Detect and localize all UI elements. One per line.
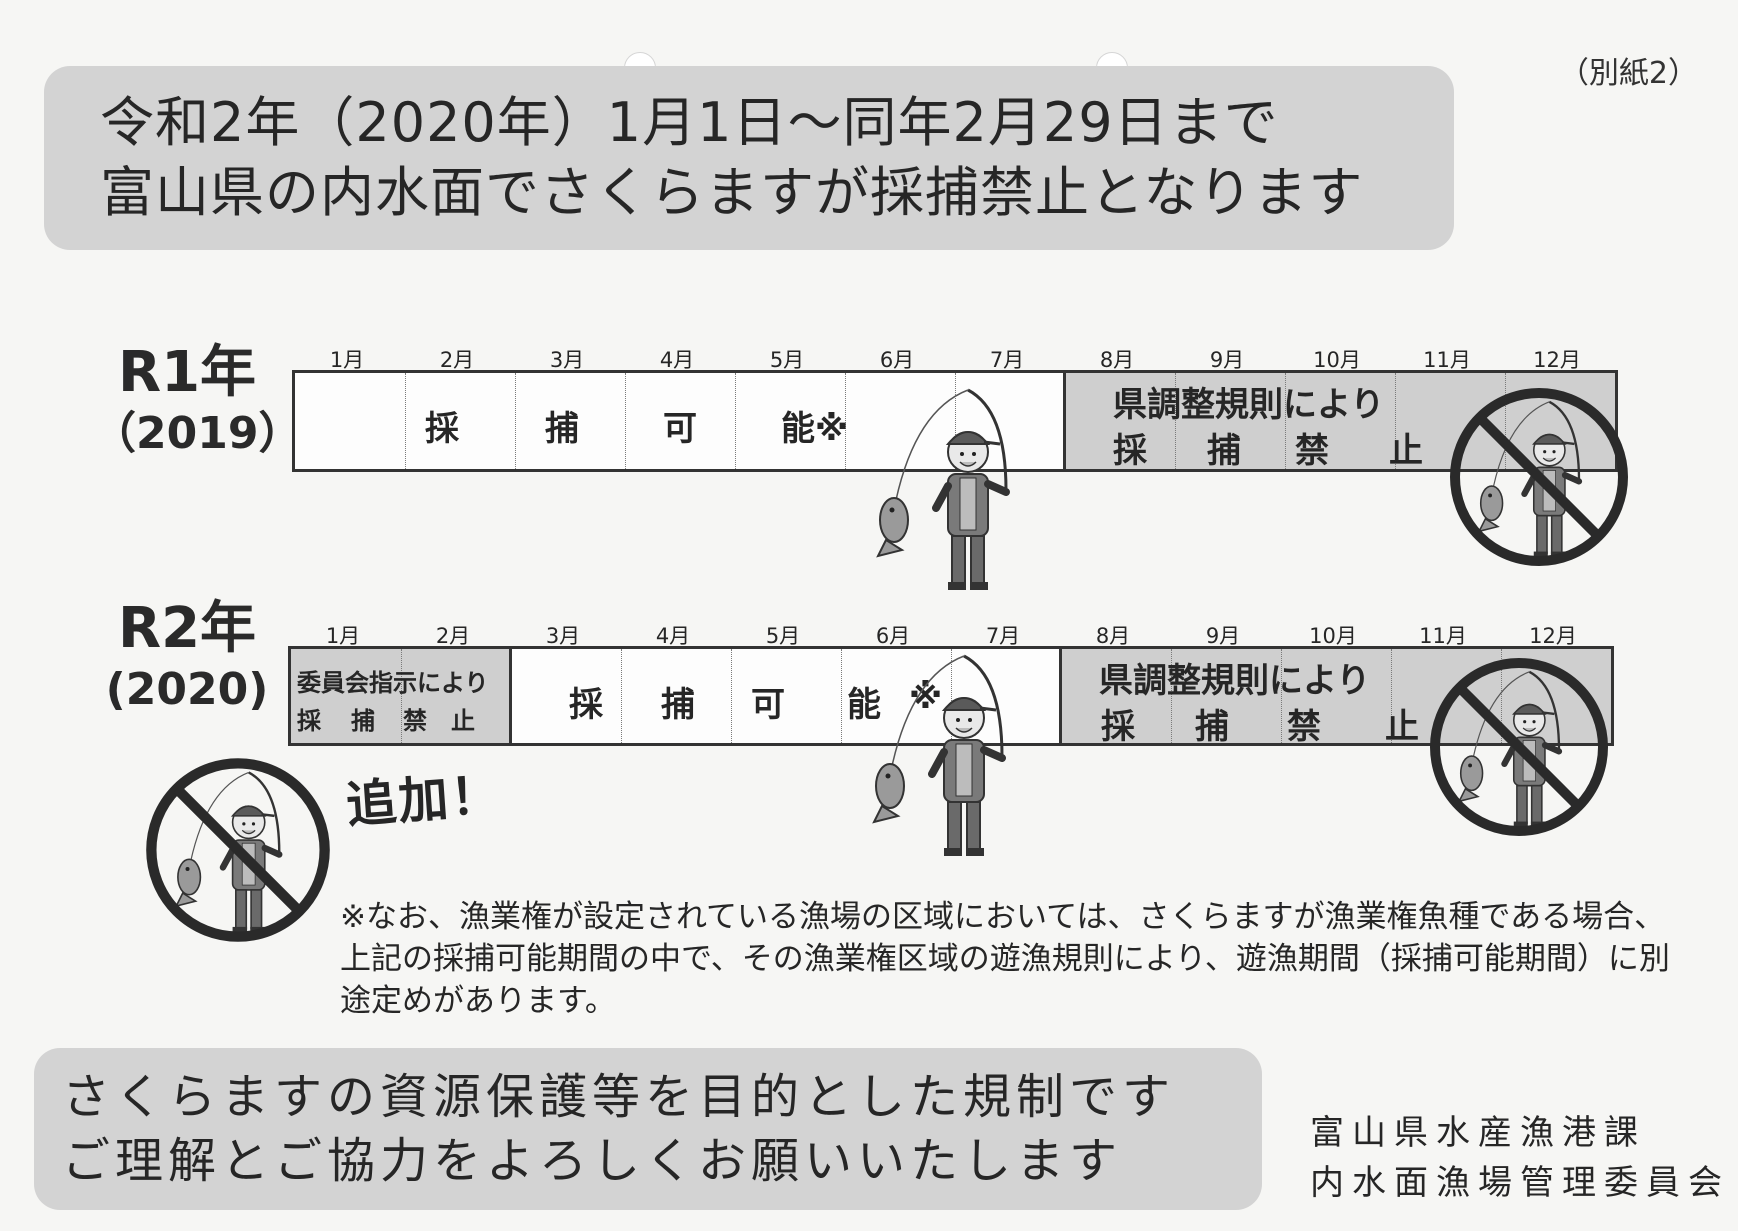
r1-month: 10月 <box>1313 348 1361 372</box>
r1-month: 2月 <box>439 348 475 372</box>
r2-month: 12月 <box>1529 624 1577 648</box>
r2-open-char: 可 <box>751 685 785 725</box>
r2-ban-char: 捕 <box>1195 707 1229 747</box>
month-divider <box>951 649 952 743</box>
fisherman-illustration-r1 <box>856 380 1026 595</box>
r2-early-char: 採 <box>297 707 321 735</box>
r1-open-char: 採 <box>425 409 459 449</box>
month-divider <box>621 649 622 743</box>
month-divider <box>1281 649 1282 743</box>
r1-ban-line1: 県調整規則により <box>1113 385 1385 425</box>
headline-banner: 令和2年（2020年）1月1日～同年2月29日まで 富山県の内水面でさくらますが… <box>44 66 1454 250</box>
r1-month: 12月 <box>1533 348 1581 372</box>
period-divider <box>509 649 512 743</box>
fisherman-illustration-r2 <box>852 646 1022 861</box>
no-fishing-icon-r1 <box>1450 388 1628 566</box>
period-divider <box>1059 649 1062 743</box>
r2-month: 5月 <box>765 624 801 648</box>
r1-year-label: R1年 （2019） <box>92 340 303 462</box>
month-divider <box>735 373 736 469</box>
organization-line-2: 内水面漁場管理委員会 <box>1310 1163 1730 1203</box>
organization-credit: 富山県水産漁港課 内水面漁場管理委員会 <box>1310 1108 1730 1208</box>
r2-month: 1月 <box>325 624 361 648</box>
month-divider <box>1171 649 1172 743</box>
period-divider <box>1063 373 1066 469</box>
r2-ban-char: 止 <box>1385 707 1419 747</box>
r2-ban-char: 禁 <box>1287 707 1321 747</box>
r2-month: 10月 <box>1309 624 1357 648</box>
r1-month: 9月 <box>1209 348 1245 372</box>
month-divider <box>625 373 626 469</box>
r2-early-char: 捕 <box>351 707 375 735</box>
r1-ban-char: 捕 <box>1207 431 1241 471</box>
r2-year: (2020) <box>105 664 269 715</box>
r1-open-char: 捕 <box>545 409 579 449</box>
month-divider <box>841 649 842 743</box>
r1-ban-char: 禁 <box>1295 431 1329 471</box>
footnote: ※なお、漁業権が設定されている漁場の区域においては、さくらますが漁業権魚種である… <box>340 899 1670 1019</box>
r2-month: 7月 <box>985 624 1021 648</box>
footer-banner: さくらますの資源保護等を目的とした規制です ご理解とご協力をよろしくお願いいたし… <box>34 1048 1262 1210</box>
r1-month: 1月 <box>329 348 365 372</box>
r2-open-char: 能 <box>847 685 881 725</box>
r1-open-char: 能※ <box>781 409 849 449</box>
month-divider <box>1391 649 1392 743</box>
month-divider <box>731 649 732 743</box>
r2-year-label: R2年 (2020) <box>92 596 282 718</box>
r1-ban-char: 採 <box>1113 431 1147 471</box>
r2-early-line1: 委員会指示により <box>297 669 489 697</box>
month-divider <box>1395 373 1396 469</box>
month-divider <box>515 373 516 469</box>
r2-month: 6月 <box>875 624 911 648</box>
r1-month: 8月 <box>1099 348 1135 372</box>
r2-month: 9月 <box>1205 624 1241 648</box>
r2-month: 3月 <box>545 624 581 648</box>
r1-era: R1年 <box>117 340 257 405</box>
month-divider <box>401 649 402 743</box>
r1-ban-char: 止 <box>1389 431 1423 471</box>
month-divider <box>1285 373 1286 469</box>
r1-month-header: 1月 2月 3月 4月 5月 6月 7月 8月 9月 10月 11月 12月 <box>292 344 1618 372</box>
r1-month: 3月 <box>549 348 585 372</box>
headline-line-1: 令和2年（2020年）1月1日～同年2月29日まで <box>100 91 1279 154</box>
organization-line-1: 富山県水産漁港課 <box>1310 1113 1646 1153</box>
r2-month: 4月 <box>655 624 691 648</box>
annex-label: （別紙2） <box>1558 56 1698 91</box>
r2-open-char: 採 <box>569 685 603 725</box>
r1-month: 7月 <box>989 348 1025 372</box>
month-divider <box>1505 373 1506 469</box>
r1-year: （2019） <box>92 408 303 459</box>
month-divider <box>1175 373 1176 469</box>
month-divider <box>845 373 846 469</box>
r1-month: 5月 <box>769 348 805 372</box>
footer-line-2: ご理解とご協力をよろしくお願いいたします <box>62 1133 1123 1189</box>
month-divider <box>405 373 406 469</box>
r2-month-header: 1月 2月 3月 4月 5月 6月 7月 8月 9月 10月 11月 12月 <box>288 620 1614 648</box>
r1-month: 6月 <box>879 348 915 372</box>
month-divider <box>955 373 956 469</box>
r2-month: 2月 <box>435 624 471 648</box>
r2-open-char: 捕 <box>661 685 695 725</box>
r2-ban-line1: 県調整規則により <box>1099 661 1371 701</box>
no-fishing-icon-added <box>146 758 330 942</box>
headline-line-2: 富山県の内水面でさくらますが採捕禁止となります <box>100 161 1364 224</box>
month-divider <box>1501 649 1502 743</box>
no-fishing-icon-r2 <box>1430 658 1608 836</box>
r1-month: 11月 <box>1423 348 1471 372</box>
r2-early-char: 禁 <box>403 707 427 735</box>
footer-line-1: さくらますの資源保護等を目的とした規制です <box>62 1069 1176 1125</box>
r2-month: 8月 <box>1095 624 1131 648</box>
r1-month: 4月 <box>659 348 695 372</box>
r2-early-char: 止 <box>451 707 475 735</box>
added-label: 追加！ <box>344 765 505 835</box>
r2-open-char: ※ <box>909 677 943 717</box>
r2-month: 11月 <box>1419 624 1467 648</box>
r1-open-char: 可 <box>663 409 697 449</box>
r2-ban-char: 採 <box>1101 707 1135 747</box>
r2-era: R2年 <box>117 596 257 661</box>
